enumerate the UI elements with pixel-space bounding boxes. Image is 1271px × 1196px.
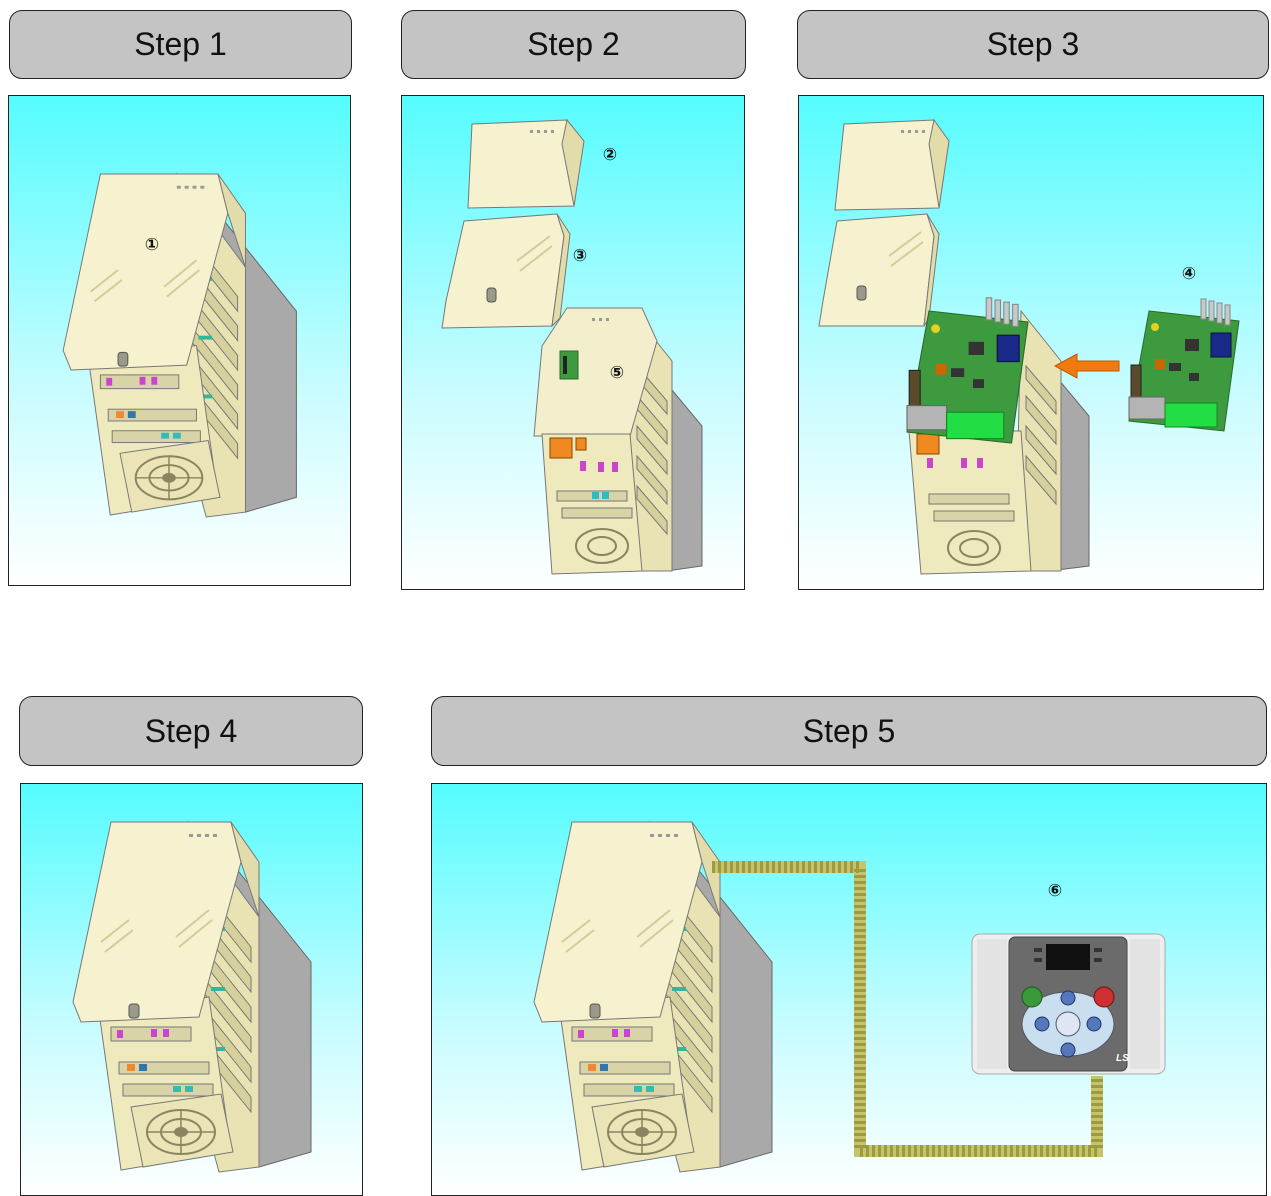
front-cover-upper: [835, 120, 949, 210]
marker-1: ①: [145, 235, 159, 255]
step-2-illustration: ② ③: [402, 96, 745, 590]
insert-arrow-icon: [1055, 354, 1119, 378]
step-1-illustration: ①: [9, 96, 351, 586]
step-4-panel: [20, 783, 363, 1196]
option-board: [1129, 299, 1239, 431]
step-4-header: Step 4: [19, 696, 363, 766]
marker-5: ⑤: [610, 363, 624, 383]
marker-4: ④: [1182, 264, 1196, 284]
inverter: [534, 822, 772, 1172]
front-cover-lower: [442, 214, 570, 328]
inverter-assembled: [63, 174, 296, 517]
step-5-panel: ⑥ LS: [431, 783, 1267, 1196]
keypad-display: [1046, 944, 1090, 970]
step-3-header: Step 3: [797, 10, 1269, 79]
step-2-panel: ② ③: [401, 95, 745, 590]
step-2-header: Step 2: [401, 10, 746, 79]
step-5-illustration: ⑥ LS: [432, 784, 1267, 1196]
keypad-brand-logo: LS: [1116, 1053, 1129, 1064]
step-1-label: Step 1: [134, 26, 227, 63]
step-3-illustration: ④: [799, 96, 1264, 590]
step-5-header: Step 5: [431, 696, 1267, 766]
marker-3: ③: [573, 246, 587, 266]
remote-keypad: LS: [972, 934, 1165, 1074]
inverter-open: [534, 308, 702, 574]
step-1-panel: ①: [8, 95, 351, 586]
step-2-label: Step 2: [527, 26, 620, 63]
run-key: [1022, 987, 1042, 1007]
step-4-label: Step 4: [145, 713, 238, 750]
front-cover-lower: [819, 214, 939, 326]
step-1-header: Step 1: [9, 10, 352, 79]
stop-key: [1094, 987, 1114, 1007]
front-cover-upper: [468, 120, 584, 208]
marker-2: ②: [603, 145, 617, 165]
inverter-with-option-board: [907, 298, 1089, 574]
step-5-label: Step 5: [803, 713, 896, 750]
step-3-panel: ④: [798, 95, 1264, 590]
marker-6: ⑥: [1048, 881, 1062, 901]
step-4-illustration: [21, 784, 363, 1196]
step-3-label: Step 3: [987, 26, 1080, 63]
inverter-reassembled: [73, 822, 311, 1172]
